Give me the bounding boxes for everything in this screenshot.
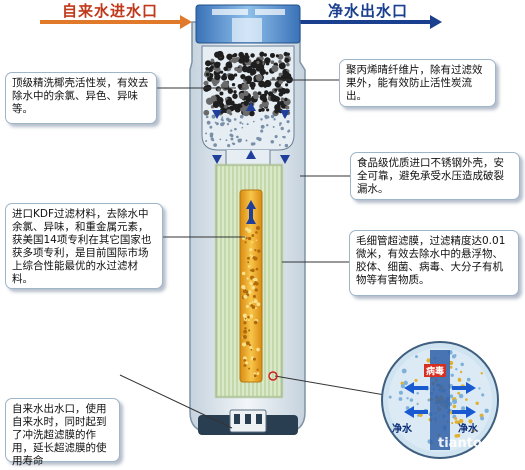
pure-water-label-left: 净水 bbox=[392, 424, 412, 435]
flow-arrows bbox=[212, 102, 290, 224]
watermark: tiantoo.3c bbox=[438, 436, 513, 451]
callout-outlet-flush: 自来水出水口，使用自来水时，同时起到了冲洗超滤膜的作用，延长超滤膜的使用寿命 bbox=[5, 398, 120, 467]
callout-activated-carbon: 顶级精洗椰壳活性炭，有效去除水中的余氯、异色、异味等。 bbox=[5, 72, 157, 124]
leader-lines bbox=[119, 79, 386, 429]
callout-kdf-material: 进口KDF过滤材料，去除水中余氯、异味，和重金属元素，获美国14项专利在其它国家… bbox=[5, 203, 163, 289]
inlet-arrow bbox=[40, 15, 192, 29]
inlet-label: 自来水进水口 bbox=[62, 2, 159, 20]
callout-stainless-shell: 食品级优质进口不锈钢外壳，安全可靠，避免承受水压造成破裂漏水。 bbox=[350, 152, 520, 200]
callout-pp-membrane: 聚丙烯晴纤维片，除有过滤效果外，能有效防止活性炭流出。 bbox=[339, 59, 496, 107]
callout-uf-membrane: 毛细管超滤膜，过滤精度达0.01微米，有效去除水中的悬浮物、胶体、细菌、病毒、大… bbox=[349, 230, 519, 296]
detail-marker bbox=[268, 371, 278, 381]
bottom-cap bbox=[198, 409, 298, 435]
outlet-label: 净水出水口 bbox=[328, 2, 409, 20]
kdf-granules bbox=[241, 226, 261, 378]
activated-carbon-granules bbox=[203, 50, 293, 148]
pure-water-label-right: 净水 bbox=[458, 424, 478, 435]
outlet-arrow bbox=[300, 15, 442, 29]
bacteria-label: 病毒 bbox=[424, 364, 447, 377]
detail-flow-arrows bbox=[404, 382, 476, 418]
detail-magnifier bbox=[381, 341, 499, 459]
top-cap bbox=[195, 4, 301, 44]
